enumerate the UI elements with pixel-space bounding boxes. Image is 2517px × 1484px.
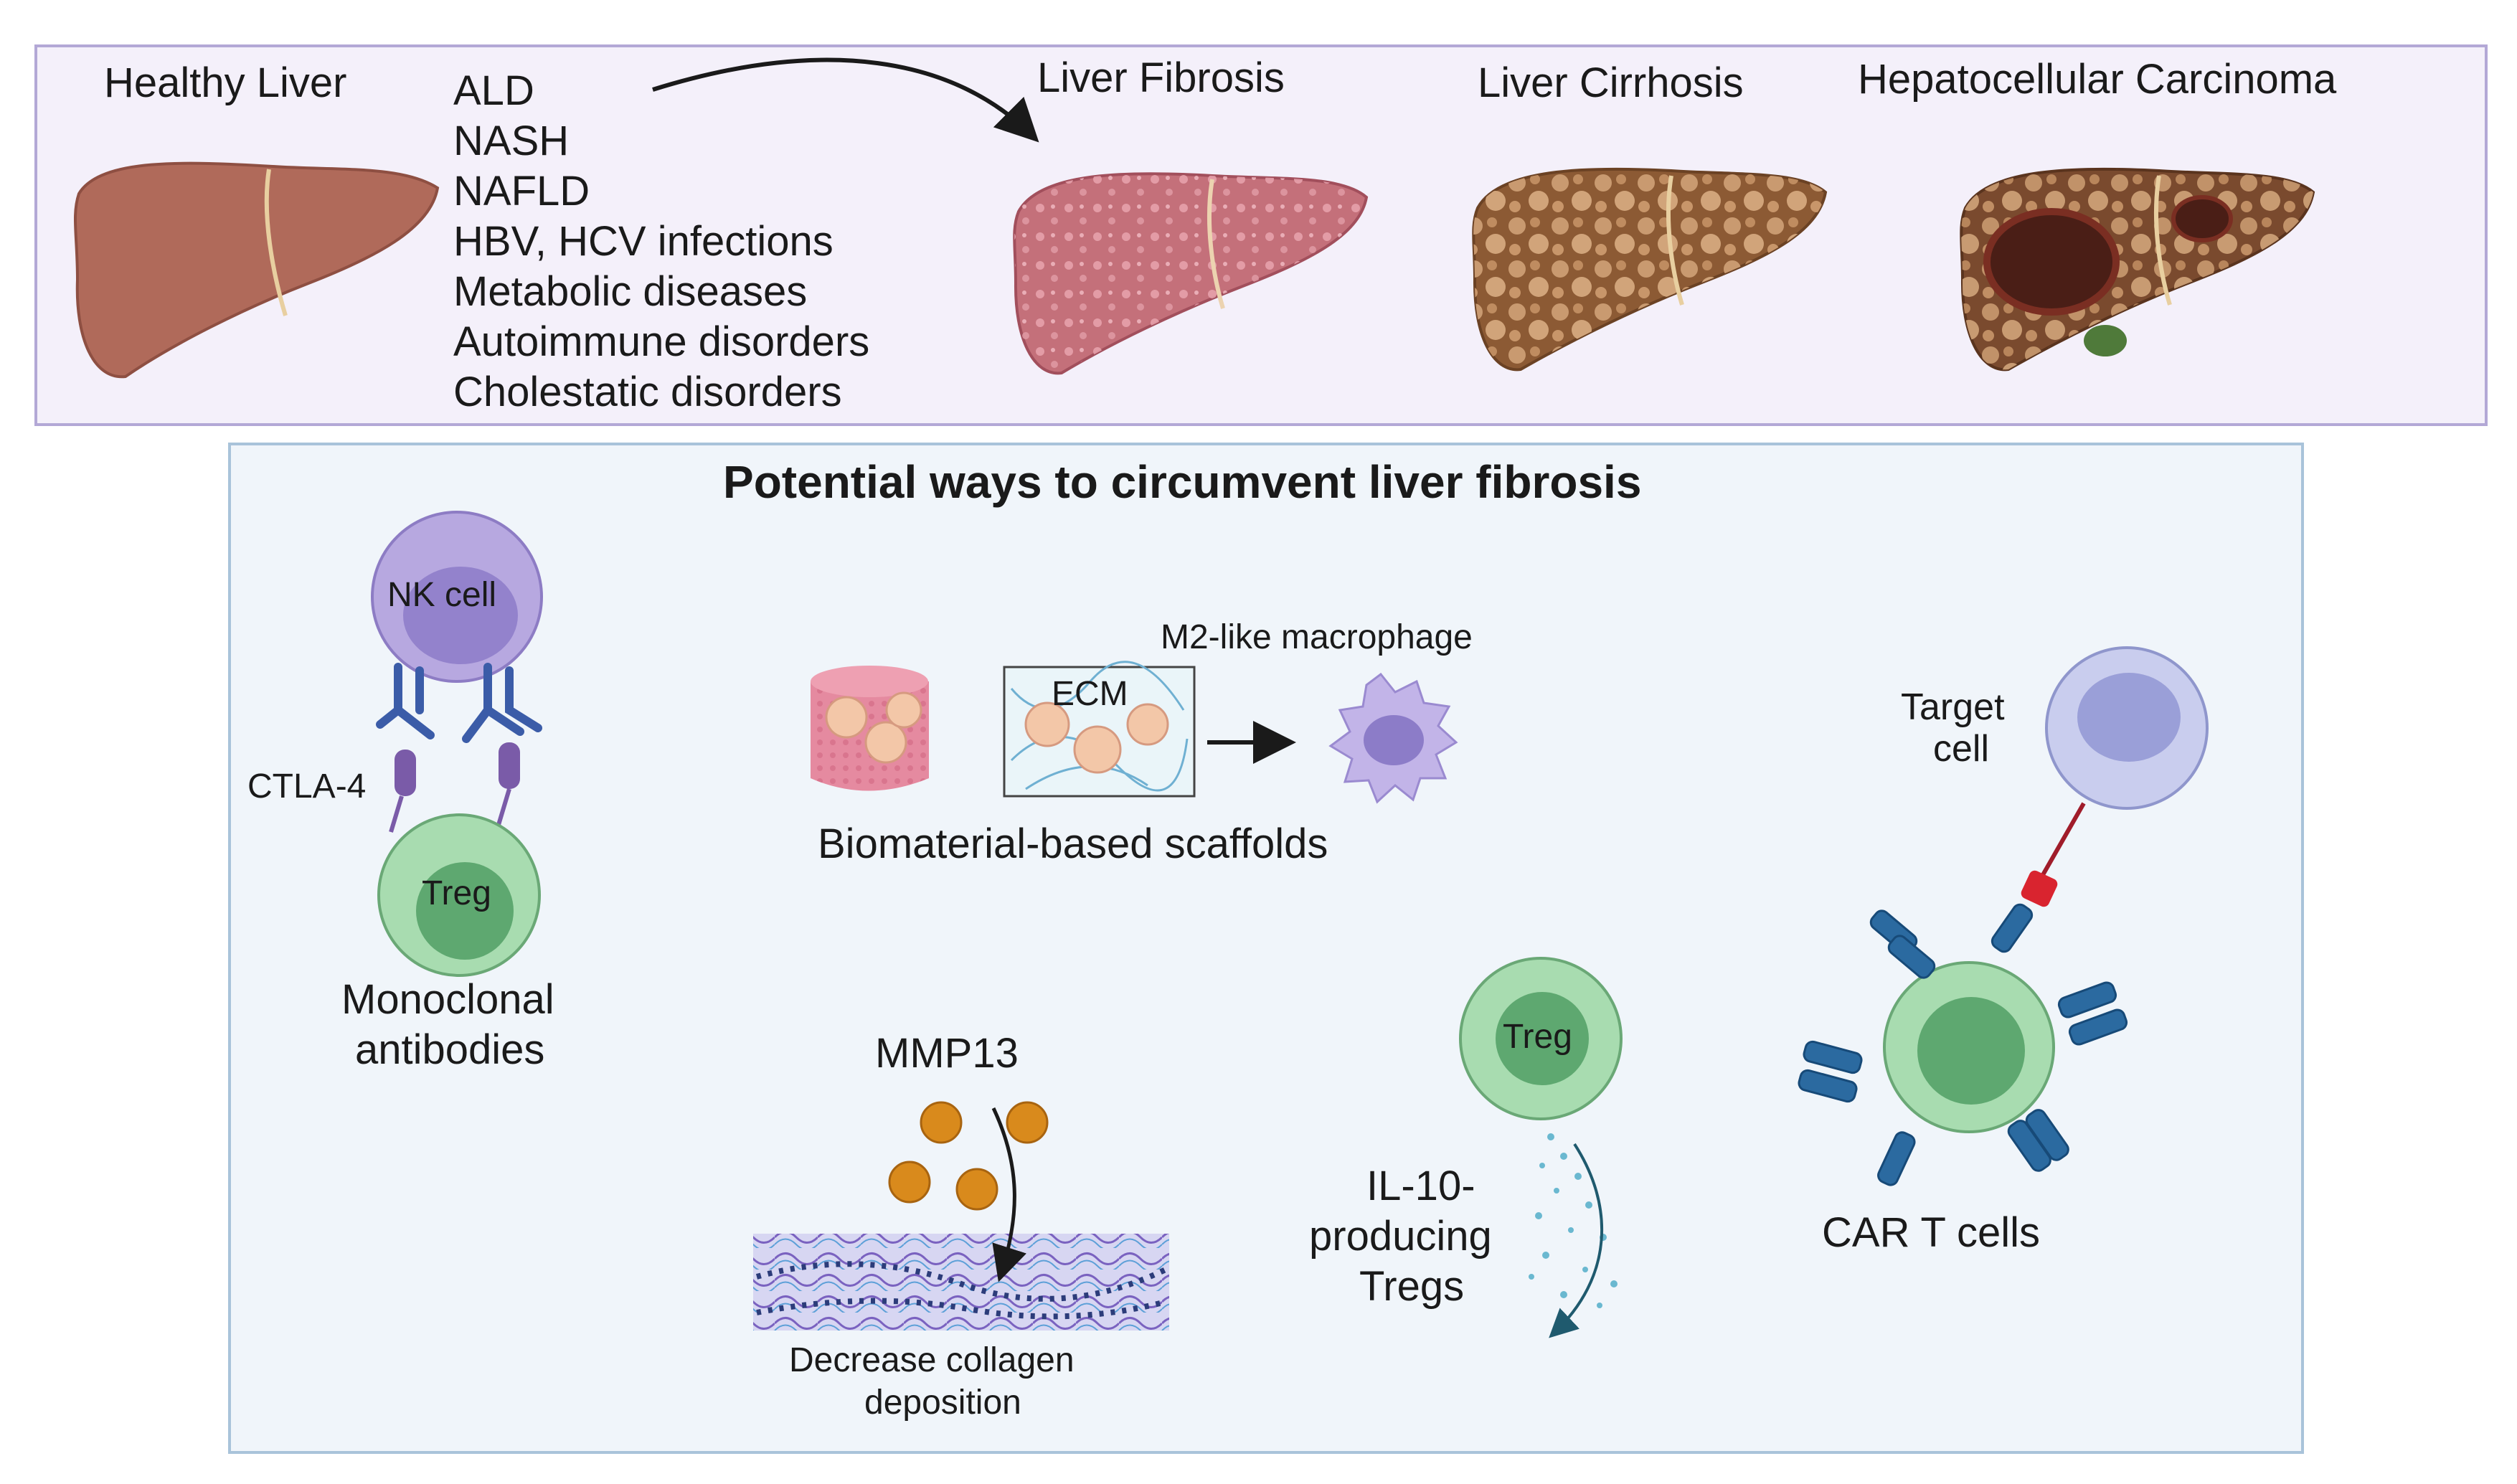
il10-secretion-icon <box>1529 1133 1618 1308</box>
cause-item: NAFLD <box>453 168 590 214</box>
scaffolds-caption: Biomaterial-based scaffolds <box>818 821 1328 867</box>
cause-item: Metabolic diseases <box>453 268 808 315</box>
car-binding-domain <box>2021 870 2058 907</box>
nk-cell-label: NK cell <box>387 576 497 614</box>
therapies-panel <box>228 443 2304 1454</box>
panel-title: Potential ways to circumvent liver fibro… <box>723 456 1642 508</box>
cause-item: Autoimmune disorders <box>453 318 870 365</box>
hcc-label: Hepatocellular Carcinoma <box>1858 56 2337 103</box>
target-cell-icon <box>2045 646 2209 810</box>
healthy-liver-icon <box>73 161 440 379</box>
il10-caption-line3: Tregs <box>1359 1263 1465 1310</box>
ctla4-receptor-icons <box>389 742 520 833</box>
scaffold-icon <box>811 666 929 791</box>
il10-treg-cell-icon <box>1459 957 1623 1120</box>
fibrotic-liver-icon <box>1013 172 1369 375</box>
cause-item: HBV, HCV infections <box>453 218 834 265</box>
ecm-icon <box>1003 661 1196 798</box>
m2-macrophage-icon <box>1328 672 1458 804</box>
il10-caption-line1: IL-10- <box>1366 1163 1475 1209</box>
car-binding-line <box>2039 802 2086 880</box>
cause-item: NASH <box>453 118 570 164</box>
treg-cell-icon <box>377 813 541 977</box>
hcc-liver-icon <box>1960 167 2315 372</box>
cause-item: ALD <box>453 67 534 114</box>
car-t-cell-icon <box>1883 961 2055 1133</box>
il10-treg-label: Treg <box>1503 1018 1572 1056</box>
mmp13-icons <box>888 1101 1049 1211</box>
ecm-label: ECM <box>1052 675 1128 713</box>
macrophage-label: M2-like macrophage <box>1161 618 1473 656</box>
il10-arrow <box>1549 1143 1604 1338</box>
cause-item: Cholestatic disorders <box>453 369 842 415</box>
car-t-caption: CAR T cells <box>1822 1209 2041 1256</box>
progression-arrow <box>652 57 1039 143</box>
target-cell-label-line2: cell <box>1933 728 1990 770</box>
mmp13-label: MMP13 <box>875 1030 1019 1077</box>
collagen-fibers-icon <box>753 1234 1169 1331</box>
monoclonal-caption-line1: Monoclonal <box>341 976 554 1023</box>
monoclonal-caption-line2: antibodies <box>355 1026 545 1073</box>
antibody-icons <box>376 663 542 743</box>
cirrhotic-liver-icon <box>1472 167 1828 372</box>
car-receptor-icons <box>1798 903 2128 1186</box>
treg-label: Treg <box>422 874 491 912</box>
healthy-liver-label: Healthy Liver <box>104 60 347 106</box>
collagen-caption-line1: Decrease collagen <box>789 1341 1075 1379</box>
collagen-caption-line2: deposition <box>864 1384 1021 1422</box>
il10-caption-line2: producing <box>1309 1213 1492 1259</box>
liver-cirrhosis-label: Liver Cirrhosis <box>1478 60 1744 106</box>
ctla4-label: CTLA-4 <box>247 767 367 805</box>
mmp13-arrow <box>991 1107 1027 1282</box>
nk-cell-icon <box>371 511 543 683</box>
causes-list: ALD NASH NAFLD HBV, HCV infections Metab… <box>453 66 869 417</box>
liver-fibrosis-label: Liver Fibrosis <box>1037 55 1285 101</box>
target-cell-label-line1: Target <box>1901 686 2005 728</box>
